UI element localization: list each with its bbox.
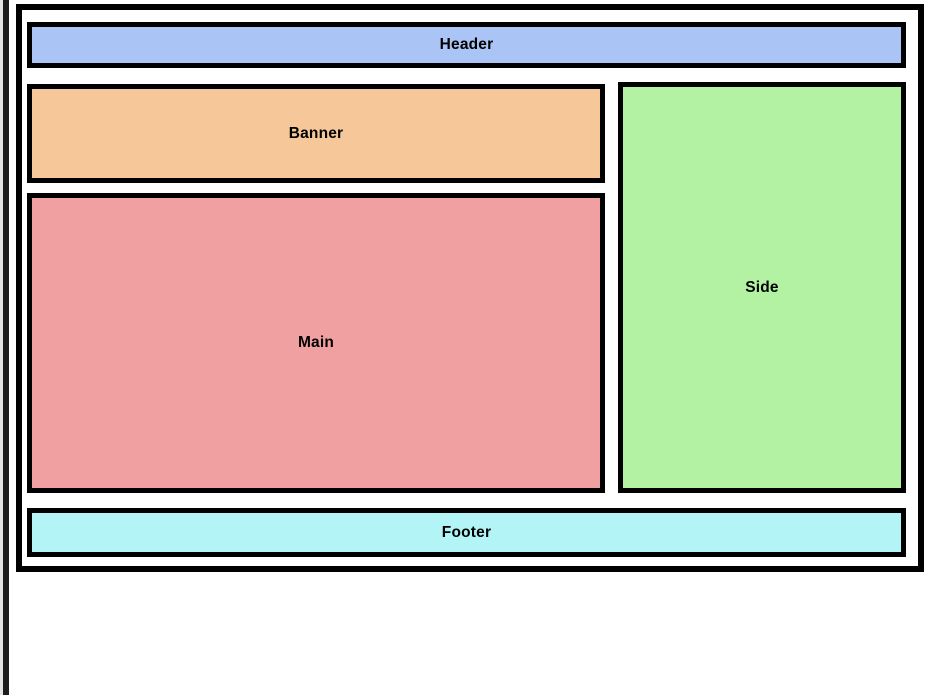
region-footer: Footer	[27, 508, 906, 557]
layout-outer-frame: Header Banner Main Side Footer	[16, 4, 924, 572]
region-main-label: Main	[297, 334, 335, 351]
window-edge-stripe	[0, 0, 9, 695]
region-footer-label: Footer	[441, 523, 492, 541]
region-side-label: Side	[745, 278, 779, 296]
region-main: Main	[27, 193, 605, 493]
region-header: Header	[27, 22, 906, 68]
region-side: Side	[618, 82, 906, 493]
region-header-label: Header	[439, 36, 494, 53]
region-banner-label: Banner	[288, 124, 344, 142]
region-banner: Banner	[27, 84, 605, 183]
